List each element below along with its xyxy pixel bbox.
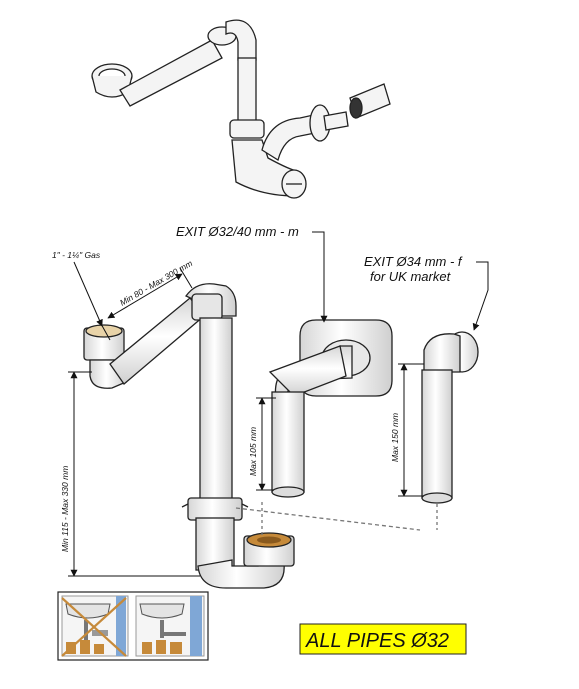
top-assembly-drawing [91,19,391,199]
max105-label: Max 105 mm [248,427,258,476]
exit-34-label-line2: for UK market [370,269,452,284]
all-pipes-badge: ALL PIPES Ø32 [299,623,467,655]
gas-size-arrow [73,261,103,327]
top-connector-end [349,97,363,119]
all-pipes-badge-bg [299,623,467,655]
exit-32-40-label: EXIT Ø32/40 mm - m [176,224,299,239]
min115-label: Min 115 - Max 330 mm [60,466,70,552]
inlet-thread [85,324,123,338]
top-diagonal-arm [119,39,223,107]
inset-cross-mark [61,597,127,657]
min80-dimension [107,273,183,319]
inset-wrong-install [61,595,129,657]
min80-label: Min 80 - Max 300 mm [118,258,194,308]
lower-nut [187,497,243,521]
uk-outlet-drop-pipe [421,369,453,499]
main-siphon-drawing [83,283,421,589]
outlet-drop-pipe [271,391,305,493]
max150-label: Max 150 mm [390,413,400,462]
exit-34-label-line1: EXIT Ø34 mm - f [364,254,463,269]
all-pipes-label: ALL PIPES Ø32 [305,630,449,652]
top-middle-nut [229,119,265,139]
top-outlet-spigot [323,111,349,131]
top-vertical-pipe [237,57,257,125]
upper-elbow-nut [191,293,223,321]
outlet-arm [268,345,347,397]
inset-wall-right [190,596,202,656]
outlet-32-40-drawing [268,319,393,498]
inset-correct-install [135,595,205,657]
dimension-lines [68,231,489,577]
inset-wall-left [116,596,126,656]
outlet-34-drawing [421,331,479,530]
gas-size-label: 1" - 1¼" Gas [52,250,101,260]
vertical-riser [199,317,233,507]
exit-32-40-leader [312,231,328,323]
installation-inset [57,591,209,661]
exit-34-leader [472,261,489,331]
